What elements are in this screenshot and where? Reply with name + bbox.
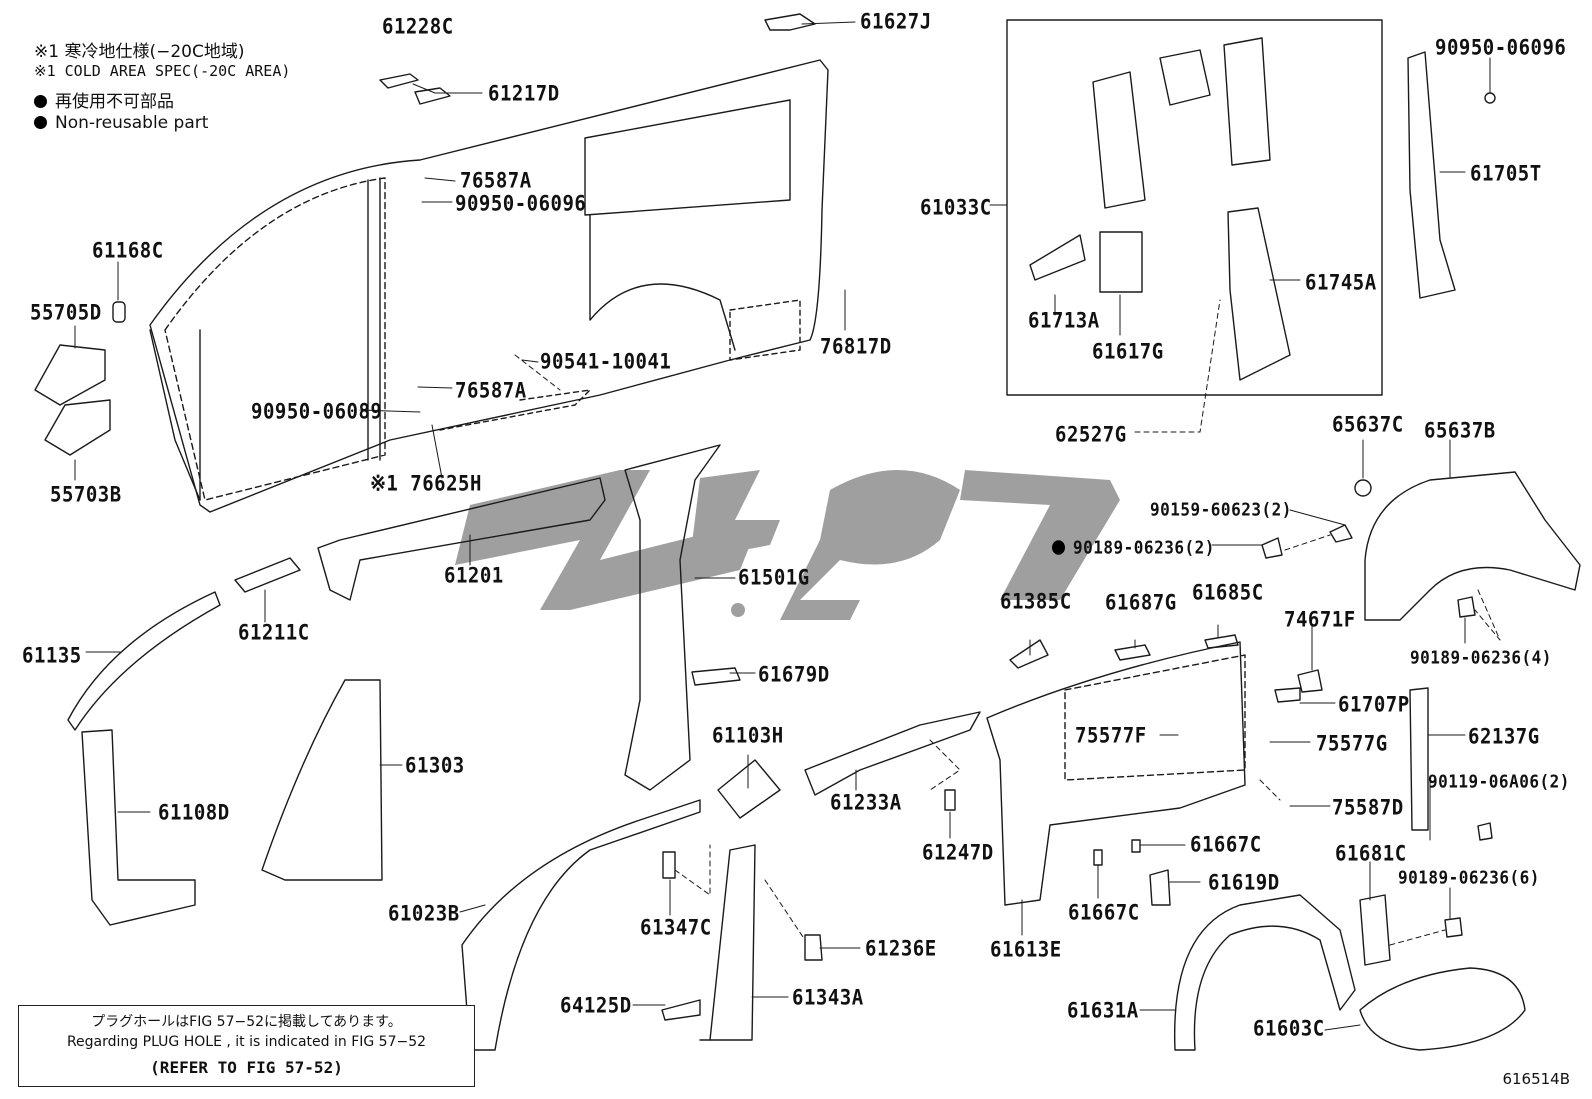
part-label[interactable]: 76817D: [820, 334, 892, 360]
part-label[interactable]: 61385C: [1000, 589, 1072, 615]
part-label[interactable]: 55703B: [50, 482, 122, 508]
part-label[interactable]: 61211C: [238, 620, 310, 646]
part-label-nonreusable[interactable]: 90189-06236(2): [1052, 537, 1215, 558]
part-label[interactable]: 75577F: [1075, 723, 1147, 749]
part-label[interactable]: 76587A: [455, 378, 527, 404]
part-label[interactable]: 75587D: [1332, 795, 1404, 821]
plug-hole-note: プラグホールはFIG 57−52に掲載してあります。 Regarding PLU…: [18, 1005, 475, 1087]
part-label[interactable]: 61168C: [92, 238, 164, 264]
quarter-inner-panel: [986, 634, 1493, 906]
part-label[interactable]: 62527G: [1055, 422, 1127, 448]
side-body-panel: [149, 59, 829, 513]
wheelhouse-liner-upper: [1261, 471, 1581, 621]
part-label[interactable]: 90189-06236(6): [1398, 866, 1540, 889]
part-label[interactable]: 61667C: [1068, 900, 1140, 926]
part-label[interactable]: 61745A: [1305, 270, 1377, 296]
part-label[interactable]: 65637C: [1332, 412, 1404, 438]
part-label[interactable]: 61303: [405, 753, 465, 779]
part-label[interactable]: 61627J: [860, 9, 932, 35]
part-label[interactable]: 61228C: [382, 14, 454, 40]
note-line-jp: プラグホールはFIG 57−52に掲載してあります。: [91, 1014, 402, 1030]
part-label[interactable]: 61631A: [1067, 998, 1139, 1024]
part-label[interactable]: 61685C: [1192, 580, 1264, 606]
part-label[interactable]: 61135: [22, 643, 82, 669]
inset-box: [1006, 19, 1383, 396]
legend-nonreusable-jp: 再使用不可部品: [34, 87, 174, 112]
part-label[interactable]: 90541-10041: [540, 349, 672, 375]
part-label[interactable]: 61687G: [1105, 590, 1177, 616]
part-label[interactable]: 61343A: [792, 985, 864, 1011]
part-label[interactable]: ※1 76625H: [370, 471, 482, 497]
part-label[interactable]: 61713A: [1028, 308, 1100, 334]
part-label[interactable]: 61023B: [388, 901, 460, 927]
part-label[interactable]: 61103H: [712, 723, 784, 749]
legend-cold-area-jp: ※1 寒冷地仕様(−20C地域): [34, 42, 245, 62]
dashed-guides: [514, 354, 1501, 946]
legend-cold-area-en: ※1 COLD AREA SPEC(-20C AREA): [34, 62, 291, 80]
legend-nonreusable-en: Non-reusable part: [34, 113, 208, 133]
part-label[interactable]: 64125D: [560, 993, 632, 1019]
wheelhouse-lower: [1173, 894, 1526, 1051]
part-label[interactable]: 90950-06096: [1435, 35, 1567, 61]
part-label[interactable]: 90950-06096: [455, 191, 587, 217]
part-label[interactable]: 61108D: [158, 800, 230, 826]
part-label[interactable]: 61247D: [922, 840, 994, 866]
part-label[interactable]: 90950-06089: [251, 399, 383, 425]
part-label[interactable]: 90159-60623(2): [1150, 498, 1292, 521]
part-label[interactable]: 61217D: [488, 81, 560, 107]
part-label[interactable]: 61236E: [865, 936, 937, 962]
part-label[interactable]: 61679D: [758, 662, 830, 688]
part-label-text: 90189-06236(2): [1073, 536, 1215, 559]
part-label[interactable]: 61613E: [990, 937, 1062, 963]
leader-lines: [74, 21, 1491, 1031]
pillars-rails: [67, 444, 981, 1051]
legend-nonreusable-jp-text: 再使用不可部品: [55, 92, 174, 112]
note-line-en: Regarding PLUG HOLE , it is indicated in…: [66, 1034, 427, 1050]
part-label[interactable]: 90119-06A06(2): [1428, 770, 1570, 793]
part-label[interactable]: 61619D: [1208, 870, 1280, 896]
part-label[interactable]: 61705T: [1470, 161, 1542, 187]
part-label[interactable]: 61707P: [1338, 692, 1410, 718]
part-label[interactable]: 62137G: [1468, 724, 1540, 750]
part-label[interactable]: 61667C: [1190, 832, 1262, 858]
legend-nonreusable-en-text: Non-reusable part: [55, 113, 209, 133]
bullet-dot-icon: [34, 116, 47, 129]
part-label[interactable]: 61033C: [920, 195, 992, 221]
part-label[interactable]: 61617G: [1092, 339, 1164, 365]
part-label[interactable]: 90189-06236(4): [1410, 646, 1552, 669]
part-label[interactable]: 61347C: [640, 915, 712, 941]
part-label[interactable]: 74671F: [1284, 607, 1356, 633]
left-parts: [34, 301, 126, 456]
note-reference: (REFER TO FIG 57-52): [150, 1058, 343, 1077]
bullet-dot-icon: [34, 95, 47, 108]
nonreusable-dot-icon: [1052, 540, 1065, 555]
part-label[interactable]: 76587A: [460, 168, 532, 194]
right-pillar: [1407, 51, 1496, 299]
watermark-logo: [455, 470, 1120, 620]
part-label[interactable]: 61681C: [1335, 841, 1407, 867]
part-label[interactable]: 61233A: [830, 790, 902, 816]
part-label[interactable]: 61603C: [1253, 1016, 1325, 1042]
part-label[interactable]: 75577G: [1316, 731, 1388, 757]
top-brackets: [379, 13, 816, 105]
part-label[interactable]: 65637B: [1424, 418, 1496, 444]
part-label[interactable]: 61201: [444, 563, 504, 589]
part-label[interactable]: 61501G: [738, 565, 810, 591]
part-label[interactable]: 55705D: [30, 300, 102, 326]
figure-number: 616514B: [1502, 1070, 1570, 1088]
